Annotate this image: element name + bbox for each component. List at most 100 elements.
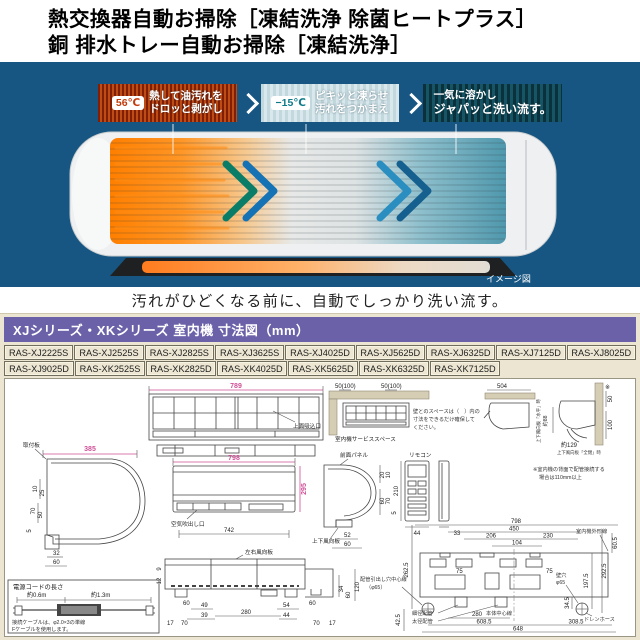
dim-profile-25: 25: [40, 489, 46, 496]
promo-caption: 汚れがひどくなる前に、自動でしっかり洗い流す。: [0, 287, 640, 313]
dim-service-right: 50(100): [381, 384, 402, 390]
cord-title: 電源コードの長さ: [13, 582, 63, 591]
step-rinse-text: 一気に溶かしジャパッと洗い流す。: [434, 89, 552, 117]
label-wall-hole-dia: φ65: [556, 580, 565, 586]
dim-side-70: 70: [386, 497, 392, 504]
model-row-2: RAS-XJ9025D RAS-XK2525S RAS-XK2825D RAS-…: [4, 361, 636, 376]
step-heat-line1: 熱して油汚れを: [149, 89, 223, 102]
label-drain-hose: ドレンホース: [584, 616, 615, 623]
dim-bottom-17a: 17: [167, 621, 174, 627]
step-freeze-text: ピキッと凍らせ汚れをつかまえ: [315, 90, 389, 116]
dim-bottom-70b: 70: [313, 621, 320, 627]
dim-side-60b: 60: [344, 542, 351, 548]
step-rinse-line1: 一気に溶かし: [433, 88, 497, 101]
dim-clearance-50: 50: [608, 395, 614, 402]
dim-front-width: 798: [228, 455, 240, 462]
dim-bottom-120: 120: [355, 581, 361, 592]
dim-depth-385: 385: [84, 446, 96, 453]
dim-service-left: 50(100): [335, 384, 356, 390]
dim-bottom-70a: 70: [181, 621, 188, 627]
drawing-top-view: 789 上面吸込口: [148, 383, 324, 457]
model-chip: RAS-XK4025D: [217, 361, 287, 376]
dim-profile-32: 32: [53, 551, 60, 557]
drawing-side-view: 前面パネル 上下風向板 20 10 60 70 5 52 60: [312, 451, 398, 549]
dim-profile-10: 10: [33, 485, 39, 492]
dim-profile-70: 70: [31, 507, 37, 514]
dim-bottom-34: 34: [339, 585, 345, 592]
dim-remote-height: 210: [394, 485, 400, 496]
drawing-power-cord: 電源コードの長さ 約0.6m 約1.3m 接続ケーブルは、φ2.0×3の単線 F…: [7, 579, 160, 634]
process-banner: 56℃ 熱して油汚れをドロッと剥がし −15℃ ピキッと凍らせ汚れをつかまえ 一…: [98, 84, 563, 122]
model-chip: RAS-XK7125D: [430, 361, 500, 376]
dim-side-20: 20: [380, 471, 386, 478]
page-title: 熱交換器自動お掃除［凍結洗浄 除菌ヒートプラス］ 銅 排水トレー自動お掃除［凍結…: [0, 0, 640, 62]
dim-plate-230: 230: [543, 534, 554, 540]
label-air-outlet: 空気吹出し口: [171, 520, 205, 528]
dim-bottom-60c: 60: [346, 591, 352, 598]
dim-profile-5: 5: [27, 529, 33, 533]
dim-bottom-44: 44: [283, 613, 290, 619]
label-thin-pipe: 細径配管: [412, 609, 433, 617]
label-top-intake: 上面吸込口: [293, 422, 321, 430]
dim-clearance-100: 100: [608, 419, 614, 430]
label-pipe-hole-center: 配管引出し穴中心線: [360, 575, 407, 583]
dim-plate-608-5: 608.5: [476, 620, 492, 626]
dim-bottom-17b: 17: [329, 621, 336, 627]
cord-length-right: 約1.3m: [91, 591, 110, 599]
drawing-profile: 取付板 385 10 25 70 50 5 32 60: [23, 441, 146, 567]
drawing-bottom-view: 左右風向板 9 12 60 49 39 280 54: [157, 548, 361, 627]
dim-remote-width: 44: [414, 531, 421, 537]
dim-plate-262-5: 262.5: [404, 562, 410, 578]
service-note-3: ください。: [413, 424, 439, 431]
label-deflector-horizontal: 上下風向板「水平」時: [535, 398, 542, 443]
label-pipe-hole-dia: （φ65）: [366, 584, 386, 591]
model-chip: RAS-XJ4025D: [285, 345, 355, 360]
model-chip: RAS-XJ5625D: [355, 345, 425, 360]
promo-panel: 56℃ 熱して油汚れをドロッと剥がし −15℃ ピキッと凍らせ汚れをつかまえ 一…: [0, 62, 640, 287]
temp-badge-heat: 56℃: [111, 96, 145, 110]
model-chip: RAS-XK5625D: [288, 361, 358, 376]
cord-length-left: 約0.6m: [27, 591, 46, 599]
label-body-center: 本体中心線: [486, 609, 512, 617]
model-chip: RAS-XK2525S: [75, 361, 145, 376]
dim-side-52: 52: [344, 533, 351, 539]
drawing-front-view: 798 295 空気吹出し口 742: [171, 455, 308, 538]
dim-bottom-280: 280: [241, 610, 252, 616]
dim-bottom-60a: 60: [183, 601, 190, 607]
dim-bottom-54: 54: [283, 603, 290, 609]
drawing-mount-plate: 798 450 206 230 104 室内機外形線 60.5: [360, 519, 619, 633]
step-freeze-line1: ピキッと凍らせ: [315, 89, 389, 102]
title-line-1: 熱交換器自動お掃除［凍結洗浄 除菌ヒートプラス］: [48, 8, 537, 31]
dim-bottom-12: 12: [157, 577, 163, 584]
dim-bottom-60b: 60: [309, 601, 316, 607]
dim-plate-206: 206: [486, 534, 497, 540]
step-freeze: −15℃ ピキッと凍らせ汚れをつかまえ: [260, 84, 400, 122]
label-updown-deflector: 上下風向板: [312, 537, 340, 545]
dim-plate-60-5: 60.5: [613, 537, 619, 549]
drawing-service-space: 50(100) 50(100) 室内機サービススペース 壁とのスペースは（ ）内…: [328, 384, 480, 443]
dim-side-5: 5: [392, 511, 398, 515]
dim-plate-75b: 75: [546, 569, 553, 575]
model-chip: RAS-XJ3625S: [214, 345, 285, 360]
title-line-2: 銅 排水トレー自動お掃除［凍結洗浄］: [48, 34, 412, 57]
dim-top-width: 789: [230, 383, 242, 390]
chevron-right-icon: [238, 92, 260, 114]
step-heat: 56℃ 熱して油汚れをドロッと剥がし: [98, 84, 237, 122]
label-mounting-plate: 取付板: [23, 441, 40, 449]
step-freeze-line2: 汚れをつかまえ: [315, 103, 389, 115]
label-thick-pipe: 太径配管: [412, 617, 433, 625]
chevron-1: [237, 84, 261, 122]
dim-front-height: 295: [301, 483, 308, 495]
chevron-right-icon: [400, 92, 422, 114]
label-remote: リモコン: [409, 452, 432, 459]
dim-bottom-9: 9: [157, 567, 163, 571]
model-chip: RAS-XJ9025D: [4, 361, 74, 376]
service-note-2: 寸法をできるだけ確保して: [413, 415, 475, 423]
label-service-space: 室内機サービススペース: [335, 435, 396, 443]
asterisk-mark: ※: [605, 385, 610, 391]
dimensions-header: XJシリーズ・XKシリーズ 室内機 寸法図（mm）: [4, 317, 636, 342]
step-rinse: 一気に溶かしジャパッと洗い流す。: [423, 84, 563, 122]
service-note-1: 壁とのスペースは（ ）内の: [413, 407, 480, 415]
step-heat-line2: ドロッと剥がし: [149, 103, 223, 115]
chevron-2: [399, 84, 423, 122]
